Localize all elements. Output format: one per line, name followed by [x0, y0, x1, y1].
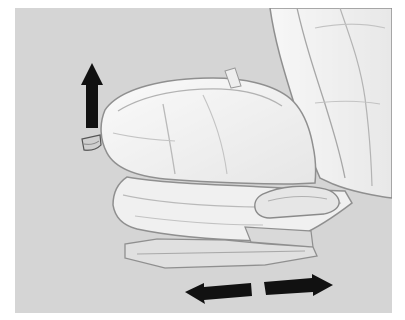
height-adjust-arrow-icon	[81, 63, 103, 128]
forward-arrow-icon	[264, 274, 333, 296]
seat-adjustment-illustration	[15, 8, 392, 313]
illustration-panel	[15, 8, 392, 313]
backward-arrow-icon	[185, 283, 252, 304]
seat-icon	[101, 78, 316, 184]
